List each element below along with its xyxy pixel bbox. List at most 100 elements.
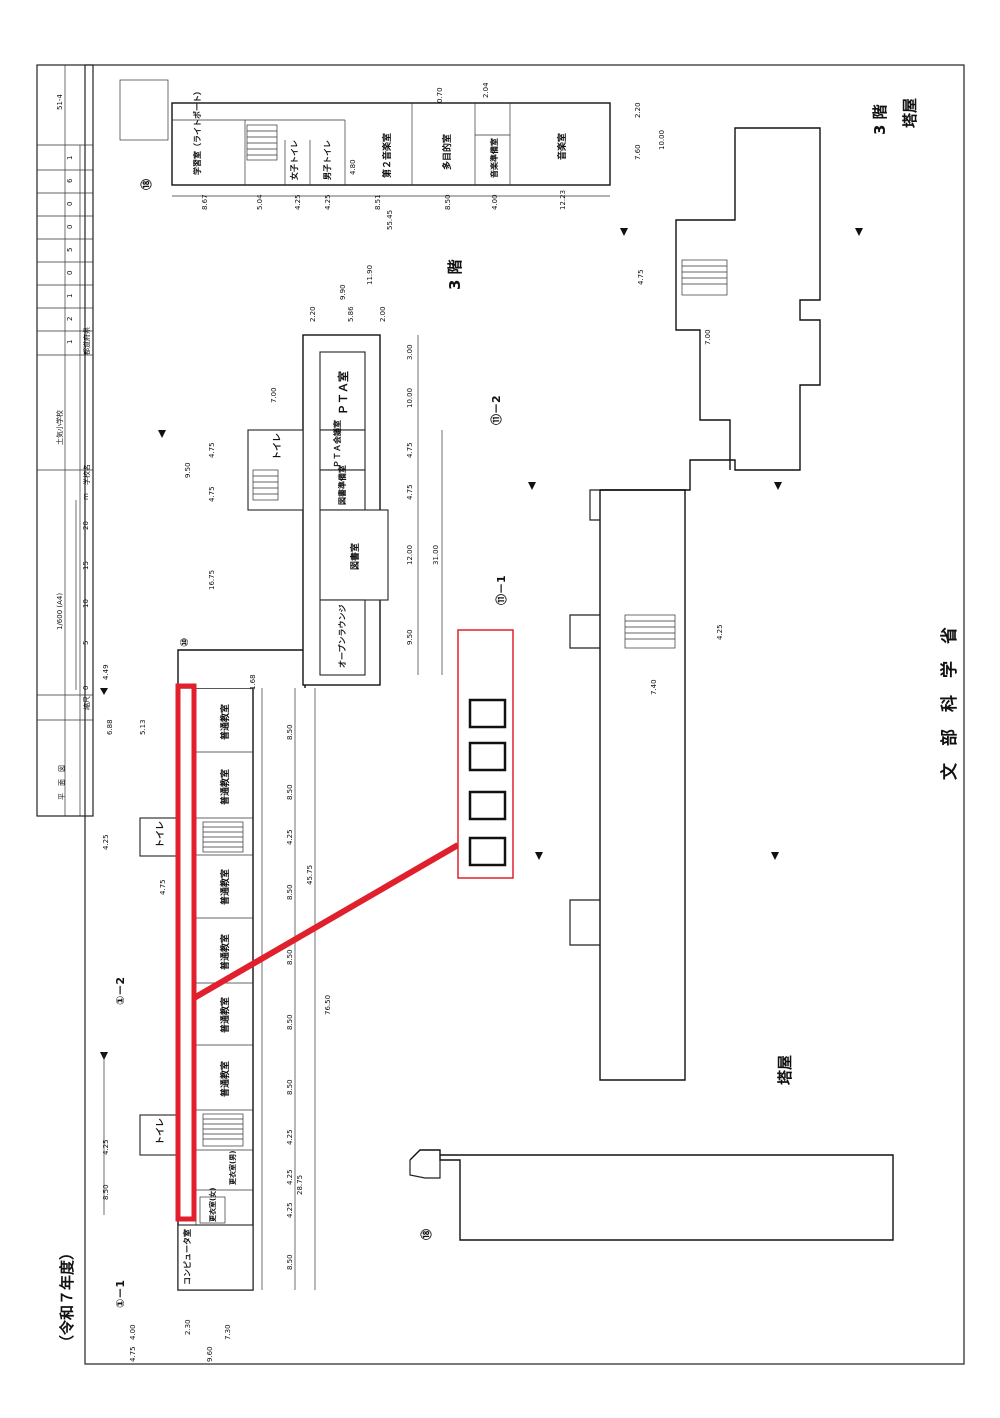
scale-value: 1/600 (A4) xyxy=(56,593,64,630)
svg-text:2.20: 2.20 xyxy=(634,102,642,118)
svg-text:10.00: 10.00 xyxy=(406,388,414,408)
svg-text:9.50: 9.50 xyxy=(184,462,192,478)
fiscal-year: （令和７年度） xyxy=(58,1245,76,1350)
svg-text:5.13: 5.13 xyxy=(139,719,147,735)
svg-text:女子トイレ: 女子トイレ xyxy=(289,140,299,180)
svg-text:4.75: 4.75 xyxy=(406,442,414,458)
svg-text:図書室: 図書室 xyxy=(349,543,361,570)
svg-text:音楽準備室: 音楽準備室 xyxy=(489,138,499,178)
svg-text:10.00: 10.00 xyxy=(658,130,666,150)
svg-text:8.50: 8.50 xyxy=(102,1184,110,1200)
svg-text:8.67: 8.67 xyxy=(201,194,209,210)
svg-text:55.45: 55.45 xyxy=(386,210,394,230)
svg-text:15: 15 xyxy=(82,561,90,570)
svg-text:普通教室: 普通教室 xyxy=(219,869,231,905)
svg-text:4.00: 4.00 xyxy=(491,194,499,210)
highlight-annotation xyxy=(175,629,514,1222)
svg-text:7.00: 7.00 xyxy=(270,387,278,403)
svg-text:4.25: 4.25 xyxy=(324,194,332,210)
svg-text:12.23: 12.23 xyxy=(559,190,567,210)
roof-outlines xyxy=(409,127,894,1241)
school-name-label: 学校名 xyxy=(82,464,91,485)
svg-text:4.75: 4.75 xyxy=(208,486,216,502)
svg-text:8.50: 8.50 xyxy=(444,194,452,210)
svg-text:普通教室: 普通教室 xyxy=(219,704,231,740)
building-18-top-label: ⑱ xyxy=(139,179,153,190)
svg-text:0: 0 xyxy=(66,271,74,275)
svg-text:トイレ: トイレ xyxy=(272,433,283,460)
svg-text:ＰＴＡ室: ＰＴＡ室 xyxy=(336,371,350,415)
ministry-name: 文 部 科 学 省 xyxy=(939,627,960,780)
svg-text:8.50: 8.50 xyxy=(286,1254,294,1270)
building-18-labels: 学習室（ライトポート） 女子トイレ 男子トイレ 第２音楽室 多目的室 音楽準備室… xyxy=(192,87,568,180)
svg-text:5.04: 5.04 xyxy=(256,194,264,210)
svg-text:音楽室: 音楽室 xyxy=(556,133,568,160)
roof-label: 塔屋 xyxy=(776,1055,794,1085)
svg-text:普通教室: 普通教室 xyxy=(219,769,231,805)
svg-text:8.50: 8.50 xyxy=(286,784,294,800)
callout-cell-1 xyxy=(468,698,507,729)
svg-text:2.20: 2.20 xyxy=(309,306,317,322)
building-11-1-label: ⑪－1 xyxy=(494,575,508,605)
svg-text:コンピュータ室: コンピュータ室 xyxy=(182,1229,192,1285)
svg-text:7.30: 7.30 xyxy=(224,1324,232,1340)
roof-upper-label: 塔屋 xyxy=(901,98,919,128)
id-label: 都道府県 xyxy=(82,327,91,355)
svg-text:4.25: 4.25 xyxy=(286,1169,294,1185)
svg-text:4.75: 4.75 xyxy=(129,1346,137,1362)
svg-text:1: 1 xyxy=(66,294,74,298)
svg-text:更衣室(女): 更衣室(女) xyxy=(208,1188,217,1222)
svg-text:6.88: 6.88 xyxy=(106,719,114,735)
svg-text:6: 6 xyxy=(66,178,74,183)
roof-stairs xyxy=(624,259,728,649)
svg-text:8.50: 8.50 xyxy=(286,949,294,965)
svg-text:12.00: 12.00 xyxy=(406,545,414,565)
svg-text:16.75: 16.75 xyxy=(208,570,216,590)
svg-text:トイレ: トイレ xyxy=(155,821,166,848)
svg-text:4.25: 4.25 xyxy=(286,1129,294,1145)
svg-text:31.00: 31.00 xyxy=(432,545,440,565)
svg-text:8.50: 8.50 xyxy=(286,884,294,900)
svg-text:2.00: 2.00 xyxy=(379,306,387,322)
building-1-1-label: ①－1 xyxy=(114,1280,127,1308)
svg-text:4.00: 4.00 xyxy=(129,1324,137,1340)
svg-text:5: 5 xyxy=(82,641,90,645)
svg-text:1.68: 1.68 xyxy=(249,674,257,690)
svg-text:4.80: 4.80 xyxy=(349,159,357,175)
svg-text:4.25: 4.25 xyxy=(102,834,110,850)
svg-text:オープンラウンジ: オープンラウンジ xyxy=(337,604,347,668)
svg-text:4.25: 4.25 xyxy=(286,1202,294,1218)
svg-text:7.00: 7.00 xyxy=(704,329,712,345)
svg-text:2.04: 2.04 xyxy=(482,82,490,98)
svg-text:2: 2 xyxy=(66,317,74,321)
svg-text:4.75: 4.75 xyxy=(159,879,167,895)
sheet-number: 51-4 xyxy=(56,94,64,110)
classroom-labels: 普通教室 普通教室 普通教室 普通教室 普通教室 普通教室 トイレ トイレ 更衣… xyxy=(155,704,237,1285)
svg-text:45.75: 45.75 xyxy=(306,865,314,885)
svg-text:8.50: 8.50 xyxy=(286,1079,294,1095)
svg-text:7.60: 7.60 xyxy=(634,144,642,160)
highlight-leader-line xyxy=(192,842,460,1001)
svg-text:8.50: 8.50 xyxy=(286,724,294,740)
svg-text:0: 0 xyxy=(66,202,74,206)
svg-text:男子トイレ: 男子トイレ xyxy=(323,140,332,180)
building-1-dimensions: 8.50 8.50 4.25 8.50 8.50 8.50 8.50 4.25 … xyxy=(102,664,332,1362)
svg-text:9.50: 9.50 xyxy=(406,629,414,645)
svg-text:20: 20 xyxy=(82,521,90,530)
svg-text:4.25: 4.25 xyxy=(286,829,294,845)
svg-text:0.70: 0.70 xyxy=(436,87,444,103)
svg-text:4.75: 4.75 xyxy=(208,442,216,458)
svg-text:ＰＴＡ会議室: ＰＴＡ会議室 xyxy=(332,420,342,468)
floor-3f-upper-label: 3 階 xyxy=(871,104,889,135)
svg-text:学習室（ライトポート）: 学習室（ライトポート） xyxy=(192,87,202,175)
svg-text:図書準備室: 図書準備室 xyxy=(337,465,347,505)
svg-text:11.90: 11.90 xyxy=(366,265,374,285)
svg-text:0: 0 xyxy=(82,686,90,690)
svg-text:多目的室: 多目的室 xyxy=(441,134,453,170)
building-11-2-label: ⑪－2 xyxy=(489,395,503,425)
building-11-3f xyxy=(247,334,389,686)
svg-text:普通教室: 普通教室 xyxy=(219,934,231,970)
svg-text:m: m xyxy=(82,493,90,500)
